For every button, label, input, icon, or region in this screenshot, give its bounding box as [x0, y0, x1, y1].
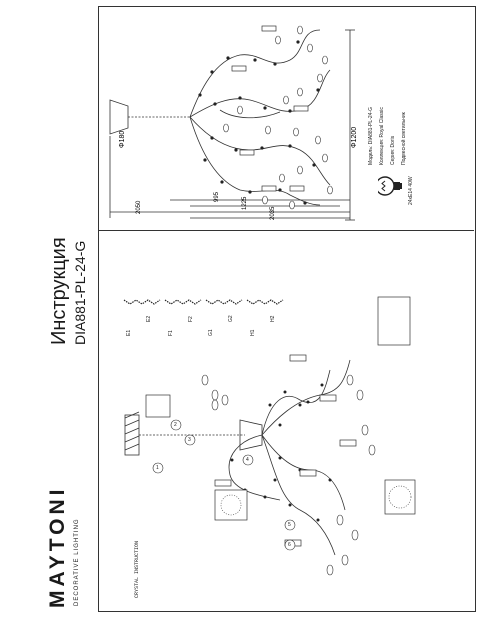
info-table: Модель: DIA881-PL-24-G Коллекция: Royal …	[366, 107, 410, 165]
label-h2: H2	[270, 315, 276, 322]
dim-1225: 1225	[242, 196, 248, 210]
info-value: Подвесной светильник	[401, 112, 407, 165]
page-frame	[98, 6, 476, 612]
step-6: 6	[288, 542, 291, 548]
step-3: 3	[188, 437, 191, 443]
central-body	[239, 419, 263, 451]
detail-box-wiring	[145, 394, 171, 418]
info-label: Коллекция	[379, 140, 385, 165]
bead-chain-dots	[198, 40, 320, 205]
arm-mid	[219, 109, 281, 119]
info-row-model: Модель: DIA881-PL-24-G	[368, 107, 374, 165]
detail-box-bottom	[384, 479, 416, 515]
crystal-list-header: CRYSTAL INSTRUCTION	[134, 540, 140, 598]
info-value: Royal Classic	[379, 107, 385, 138]
canopy-shape	[109, 99, 129, 135]
candle-cups	[231, 25, 309, 192]
crystal-drops	[223, 25, 333, 210]
dim-d180: Φ180	[119, 131, 126, 148]
step-4: 4	[246, 457, 249, 463]
dim-2050: 2050	[136, 200, 142, 214]
step-1: 1	[156, 465, 159, 471]
label-e1: E1	[126, 329, 132, 336]
label-h1: H1	[250, 329, 256, 336]
label-e2: E2	[146, 315, 152, 322]
arm-upper-2	[189, 69, 331, 118]
detail-box-bulb-install	[377, 296, 411, 346]
info-value: DIA881-PL-24-G	[368, 107, 374, 145]
bulb-icon	[378, 176, 402, 196]
detail-box-canopy-top	[214, 489, 248, 521]
arm-upper-1	[189, 29, 321, 118]
step-2: 2	[174, 422, 177, 428]
info-label: Серия	[390, 150, 396, 165]
dim-2035: 2035	[270, 206, 276, 220]
label-g1: G1	[208, 329, 214, 336]
arm-lower-2	[189, 116, 321, 206]
info-row-collection: Коллекция: Royal Classic	[379, 107, 385, 165]
arm-lower-1	[189, 116, 331, 186]
label-f1: F1	[168, 330, 174, 336]
info-row-series: Серия: Doris	[390, 135, 396, 165]
assembly-crystals	[201, 374, 376, 576]
bulb-spec: 24xE14 40W	[408, 176, 414, 205]
step-markers	[152, 419, 296, 551]
drawing-divider	[98, 230, 474, 231]
step-5: 5	[288, 522, 291, 528]
info-row-type: Подвесной светильник	[399, 107, 410, 165]
dim-995: 995	[214, 191, 220, 202]
label-f2: F2	[188, 316, 194, 322]
info-label: Модель	[368, 147, 374, 165]
crystal-chain-samples	[123, 299, 284, 305]
label-g2: G2	[228, 315, 234, 322]
info-value: Doris	[390, 135, 396, 148]
dim-d1200: Φ1200	[351, 127, 358, 148]
